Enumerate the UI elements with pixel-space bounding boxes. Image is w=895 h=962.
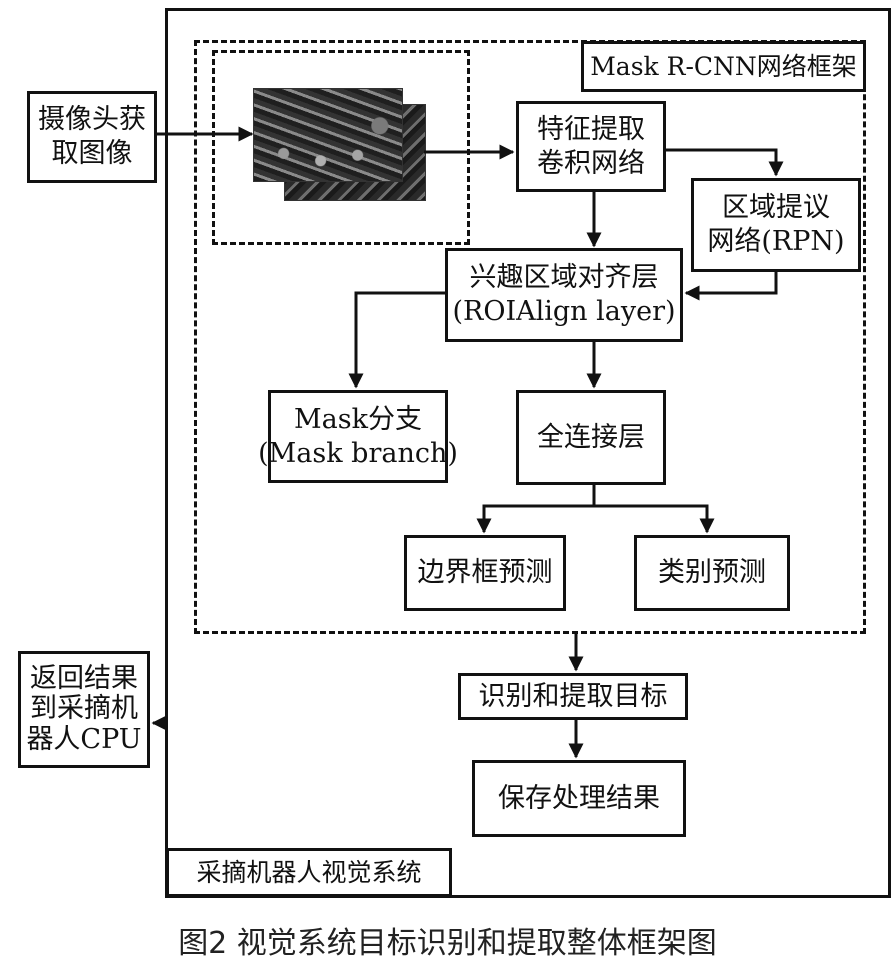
return-results-box: 返回结果 到采摘机 器人CPU (18, 651, 150, 768)
vision-system-title-box: 采摘机器人视觉系统 (166, 848, 452, 897)
save-label: 保存处理结果 (498, 782, 660, 814)
roi-label-line2: (ROIAlign layer) (452, 296, 676, 327)
feature-label-line2: 卷积网络 (537, 147, 645, 179)
mask-label-line2: (Mask branch) (258, 437, 458, 469)
fc-label: 全连接层 (537, 421, 645, 453)
figure-caption: 图2 视觉系统目标识别和提取整体框架图 (178, 926, 717, 961)
identify-label: 识别和提取目标 (478, 680, 668, 712)
image-input-frame (212, 50, 470, 245)
rpn-label-line2: 网络(RPN) (707, 226, 845, 257)
identify-extract-box: 识别和提取目标 (458, 673, 688, 720)
return-label-line3: 器人CPU (26, 723, 142, 755)
mask-rcnn-frame (194, 40, 866, 634)
class-prediction-box: 类别预测 (634, 535, 790, 611)
mask-branch-box: Mask分支 (Mask branch) (258, 390, 458, 483)
mask-rcnn-title: Mask R-CNN网络框架 (590, 51, 857, 81)
feature-label-line1: 特征提取 (537, 113, 645, 145)
feature-extraction-box: 特征提取 卷积网络 (516, 101, 666, 192)
bbox-label: 边界框预测 (417, 557, 553, 589)
class-label: 类别预测 (658, 557, 766, 589)
vision-system-title: 采摘机器人视觉系统 (196, 857, 422, 887)
roi-label-line1: 兴趣区域对齐层 (469, 262, 659, 294)
return-label-line2: 到采摘机 (30, 693, 138, 725)
rpn-label-line1: 区域提议 (722, 192, 830, 224)
rpn-box: 区域提议 网络(RPN) (691, 178, 861, 272)
camera-box: 摄像头获 取图像 (27, 91, 157, 183)
mask-label-line1: Mask分支 (294, 403, 422, 435)
return-label-line1: 返回结果 (30, 663, 138, 695)
camera-label-line1: 摄像头获 (38, 104, 146, 136)
bbox-prediction-box: 边界框预测 (404, 535, 566, 611)
roi-align-box: 兴趣区域对齐层 (ROIAlign layer) (445, 248, 683, 342)
vision-system-frame (165, 8, 891, 898)
camera-label-line2: 取图像 (51, 138, 133, 169)
mask-rcnn-title-box: Mask R-CNN网络框架 (581, 41, 866, 92)
fully-connected-box: 全连接层 (516, 390, 666, 485)
save-results-box: 保存处理结果 (472, 760, 686, 837)
strawberry-image-front (253, 88, 403, 182)
